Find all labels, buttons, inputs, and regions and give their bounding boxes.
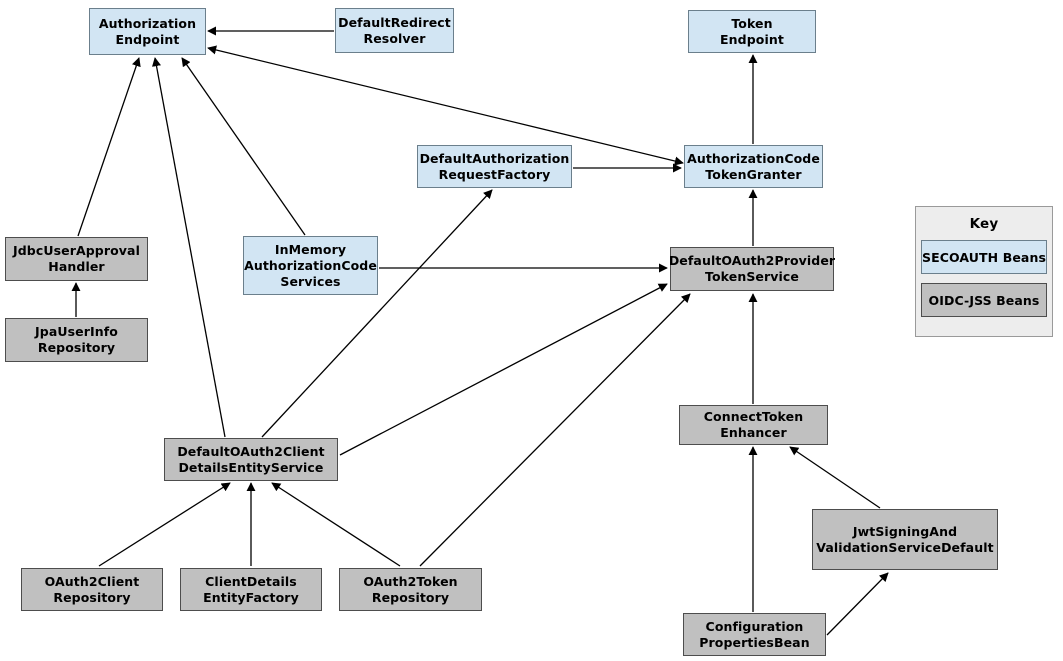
node-label: JdbcUserApproval Handler: [13, 243, 140, 274]
node-token-endpoint[interactable]: Token Endpoint: [688, 10, 816, 53]
node-jpa-user-info-repository[interactable]: JpaUserInfo Repository: [5, 318, 148, 362]
node-oauth2-client-repository[interactable]: OAuth2Client Repository: [21, 568, 163, 611]
node-label: DefaultAuthorization RequestFactory: [419, 150, 570, 182]
legend-item-secoauth-label: SECOAUTH Beans: [922, 249, 1046, 265]
edge-oauth2-client-repository-to-default-oauth2-client-details-entity-service: [98, 482, 231, 567]
legend-item-secoauth: SECOAUTH Beans: [921, 240, 1047, 274]
node-label: Authorization Endpoint: [98, 15, 197, 47]
legend-key: Key SECOAUTH Beans OIDC-JSS Beans: [915, 206, 1053, 337]
node-client-details-entity-factory[interactable]: ClientDetails EntityFactory: [180, 568, 322, 611]
legend-title: Key: [969, 216, 999, 232]
node-default-authorization-request-factory[interactable]: DefaultAuthorization RequestFactory: [417, 145, 572, 188]
edge-default-oauth2-client-details-entity-service-to-default-oauth2-provider-token-service: [339, 283, 668, 456]
node-label: ClientDetails EntityFactory: [203, 573, 299, 605]
node-label: DefaultOAuth2Provider TokenService: [668, 253, 836, 284]
node-label: JpaUserInfo Repository: [35, 324, 118, 355]
edge-oauth2-token-repository-to-default-oauth2-client-details-entity-service: [271, 482, 401, 567]
edges: [71, 26, 889, 636]
node-connect-token-enhancer[interactable]: ConnectToken Enhancer: [679, 405, 828, 445]
legend-item-oidc: OIDC-JSS Beans: [921, 283, 1047, 317]
node-label: OAuth2Token Repository: [363, 573, 458, 605]
edge-default-oauth2-client-details-entity-service-to-default-authorization-request-factory: [261, 189, 493, 438]
node-label: JwtSigningAnd ValidationServiceDefault: [816, 523, 994, 555]
node-oauth2-token-repository[interactable]: OAuth2Token Repository: [339, 568, 482, 611]
node-label: DefaultRedirect Resolver: [338, 14, 451, 46]
legend-item-oidc-label: OIDC-JSS Beans: [928, 292, 1040, 308]
edge-oauth2-token-repository-to-default-oauth2-provider-token-service: [419, 293, 691, 567]
node-authorization-code-token-granter[interactable]: AuthorizationCode TokenGranter: [684, 145, 823, 188]
edge-inmemory-authorization-code-services-to-authorization-endpoint: [181, 57, 306, 236]
node-label: Token Endpoint: [720, 15, 784, 47]
node-default-oauth2-client-details-entity-service[interactable]: DefaultOAuth2Client DetailsEntityService: [164, 438, 338, 481]
node-label: AuthorizationCode TokenGranter: [687, 150, 820, 182]
edge-configuration-properties-bean-to-jwt-signing-and-validation-service-default: [826, 572, 889, 636]
node-configuration-properties-bean[interactable]: Configuration PropertiesBean: [683, 613, 826, 656]
node-default-redirect-resolver[interactable]: DefaultRedirect Resolver: [335, 8, 454, 53]
node-label: ConnectToken Enhancer: [703, 409, 804, 440]
edge-jwt-signing-and-validation-service-default-to-connect-token-enhancer: [789, 446, 881, 509]
node-label: OAuth2Client Repository: [44, 573, 140, 605]
node-inmemory-authorization-code-services[interactable]: InMemory AuthorizationCode Services: [243, 236, 378, 295]
node-label: DefaultOAuth2Client DetailsEntityService: [177, 443, 325, 475]
node-label: Configuration PropertiesBean: [699, 618, 810, 650]
node-authorization-endpoint[interactable]: Authorization Endpoint: [89, 8, 206, 55]
node-default-oauth2-provider-token-service[interactable]: DefaultOAuth2Provider TokenService: [668, 247, 836, 291]
node-jwt-signing-and-validation-service-default[interactable]: JwtSigningAnd ValidationServiceDefault: [812, 509, 998, 570]
edge-default-oauth2-client-details-entity-service-to-authorization-endpoint: [152, 57, 226, 438]
node-label: InMemory AuthorizationCode Services: [244, 241, 377, 289]
edge-jdbc-user-approval-handler-to-authorization-endpoint: [77, 57, 141, 237]
node-jdbc-user-approval-handler[interactable]: JdbcUserApproval Handler: [5, 237, 148, 281]
